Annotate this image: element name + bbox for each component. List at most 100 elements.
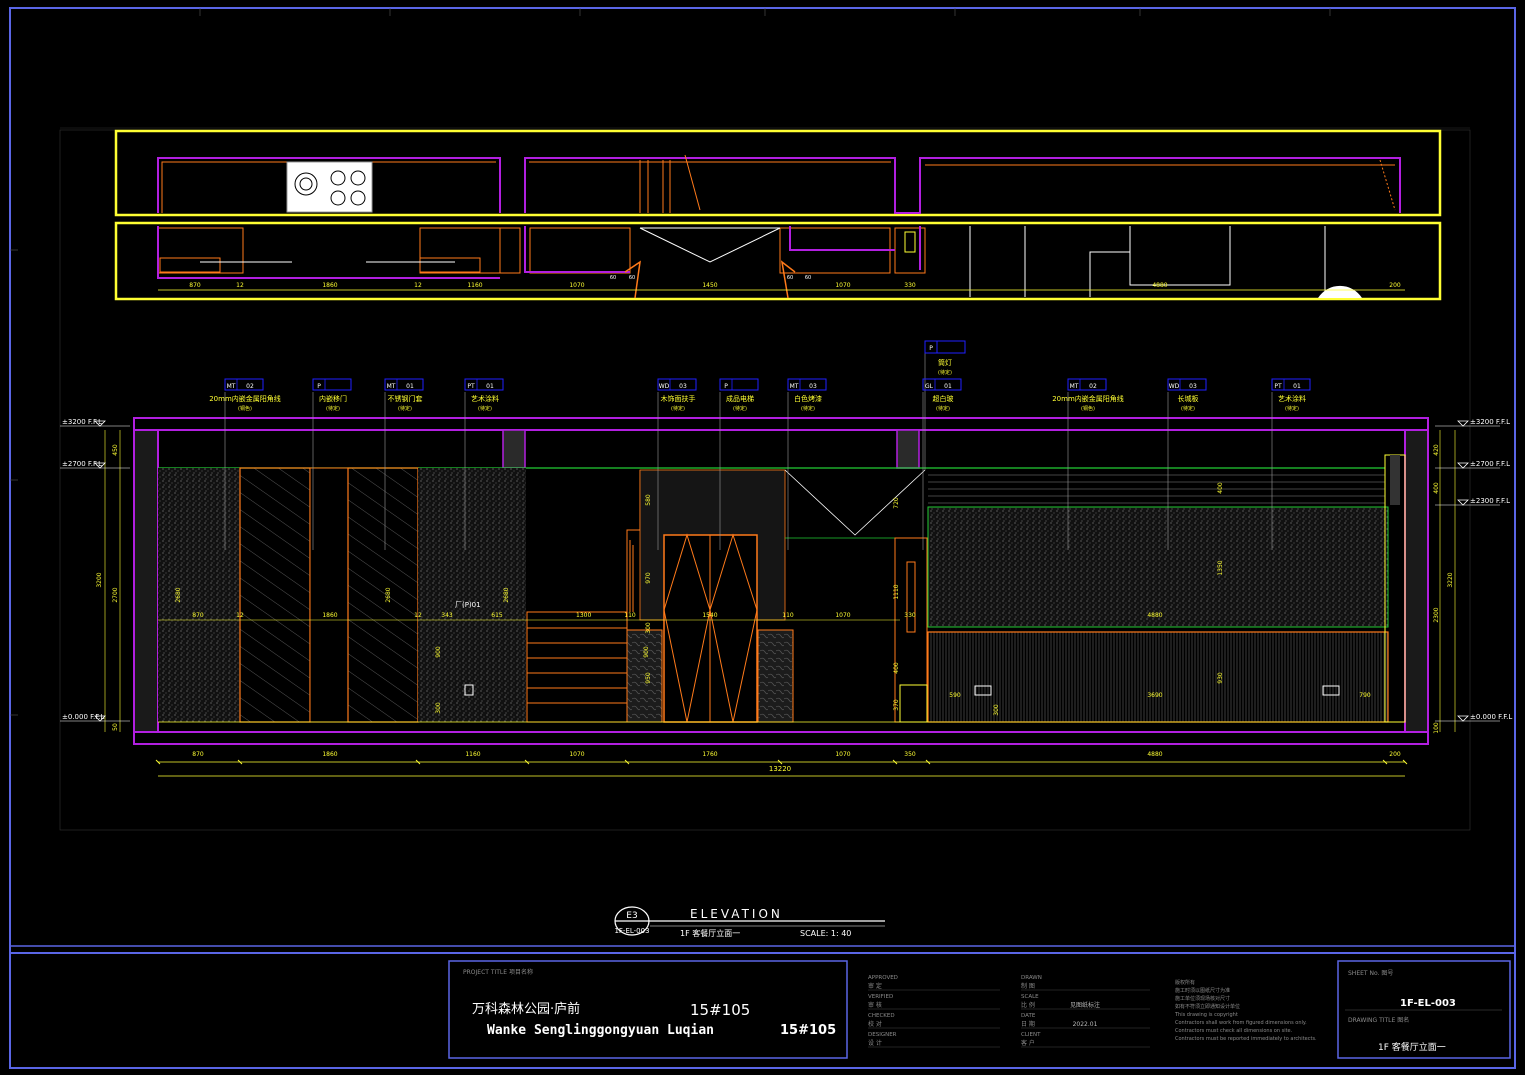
elevation-id: E3 — [626, 911, 637, 921]
vertical-dim-right: 100 — [1433, 722, 1440, 734]
inner-dim-label: 870 — [192, 612, 204, 619]
plan-upper-outline — [114, 129, 1442, 217]
tag-note: (待定) — [1181, 405, 1195, 412]
inner-dim-label: 4880 — [1147, 612, 1162, 619]
inner-dim-label: 930 — [1217, 672, 1224, 684]
tag-name: 不锈钢门套 — [388, 394, 423, 403]
grid-ticks — [10, 8, 1331, 716]
plan-dim-label: 1860 — [322, 282, 337, 289]
approval-label-cn: 设 计 — [868, 1039, 882, 1047]
inner-dim-label: 300 — [993, 704, 1000, 716]
drawn-label-cn: 制 图 — [1021, 982, 1035, 990]
tag-name: 成品电梯 — [726, 394, 754, 403]
bottom-dim-label: 870 — [192, 751, 204, 758]
tag-name: 超白玻 — [933, 394, 954, 403]
vertical-dim-right: 420 — [1433, 444, 1440, 456]
approval-label-en: VERIFIED — [868, 994, 893, 1000]
project-name-en: Wanke Senglinggongyuan Luqian — [487, 1023, 714, 1038]
floor-slab — [133, 731, 1429, 745]
inner-dim-label: 1070 — [835, 612, 850, 619]
plan-dim-label: 12 — [236, 282, 244, 289]
total-dim-label: 13220 — [769, 765, 791, 773]
level-markers: ±3200 F.F.L±2700 F.F.L±0.000 F.F.L±3200 … — [60, 418, 1512, 722]
inner-dim-label: 110 — [624, 612, 636, 619]
drawn-label-en: DATE — [1021, 1013, 1036, 1019]
plan-small-label: 60 — [629, 275, 635, 281]
level-marker-icon — [1457, 715, 1469, 722]
inner-dim-label: 790 — [1359, 692, 1371, 699]
vertical-dim-right: 2300 — [1433, 607, 1440, 622]
tag-code: PT — [1274, 383, 1282, 390]
tag-note: (待定) — [801, 405, 815, 412]
drawing-title: 1F 客餐厅立面一 — [1378, 1041, 1446, 1053]
tag-code: MT — [790, 383, 799, 390]
note-line: 版权所有 — [1175, 979, 1195, 986]
inner-dim-label: 300 — [435, 702, 442, 714]
inner-dim-label: 2680 — [175, 587, 182, 602]
tag-code: MT — [387, 383, 396, 390]
bottom-dim-label: 1070 — [569, 751, 584, 758]
bottom-dim-label: 350 — [904, 751, 916, 758]
elevation-sheet-ref: 1F-EL-003 — [614, 927, 649, 935]
tag-note: (待定) — [478, 405, 492, 412]
vertical-dim-right: 400 — [1433, 482, 1440, 494]
tag-note: (待定) — [671, 405, 685, 412]
note-line: 施工单位须现场核对尺寸 — [1175, 995, 1230, 1002]
vertical-dim-left: 2700 — [112, 587, 119, 602]
bottom-dim-label: 1070 — [835, 751, 850, 758]
note-line: 如有不符须立即通知设计单位 — [1175, 1003, 1240, 1010]
project-number-cn: 15#105 — [690, 1001, 750, 1019]
approval-label-en: DESIGNER — [868, 1032, 897, 1038]
level-label-right: ±0.000 F.F.L — [1470, 713, 1512, 721]
bottom-dim-label: 1160 — [465, 751, 480, 758]
elevation-heading: ELEVATION — [690, 907, 783, 921]
sheet-no-label: SHEET No. 图号 — [1348, 970, 1393, 977]
inner-dim-label: 3690 — [1147, 692, 1162, 699]
bottom-dim-label: 1860 — [322, 751, 337, 758]
inner-dim-label: 720 — [893, 497, 900, 509]
plan-small-label: 60 — [610, 275, 616, 281]
level-marker-icon — [1457, 420, 1469, 427]
project-title-label: PROJECT TITLE 项目名称 — [463, 968, 533, 976]
drawing-area-frame — [9, 7, 1516, 947]
project-number-en: 15#105 — [780, 1023, 836, 1038]
drawn-label-cn: 比 例 — [1021, 1001, 1035, 1009]
ceiling-slab — [133, 417, 1429, 431]
level-label-left: ±3200 F.F.L — [62, 418, 102, 426]
project-name-cn: 万科森林公园·庐前 — [472, 1001, 580, 1017]
inner-dim-label: 970 — [645, 572, 652, 584]
inner-dim-label: 2680 — [385, 587, 392, 602]
vertical-dim-left: 50 — [112, 723, 119, 731]
inner-dim-label: 900 — [435, 646, 442, 658]
tag-number: 03 — [809, 383, 817, 390]
tag-note: (待定) — [326, 405, 340, 412]
tag-note: (待定) — [398, 405, 412, 412]
bottom-dim-label: 4880 — [1147, 751, 1162, 758]
tag-number: 02 — [1089, 383, 1097, 390]
level-marker-icon — [1457, 499, 1469, 506]
plan-small-label: 60 — [805, 275, 811, 281]
inner-dim-label: 12 — [414, 612, 422, 619]
inner-dim-label: 1350 — [1217, 560, 1224, 575]
tag-name: 艺术涂料 — [1278, 394, 1306, 403]
tag-note: (待定) — [938, 369, 952, 376]
plan-dim-label: 200 — [1389, 282, 1401, 289]
tag-code: WD — [1169, 383, 1180, 390]
plan-dim-label: 4880 — [1152, 282, 1167, 289]
plan-dim-label: 1160 — [467, 282, 482, 289]
material-tag-extra: P筒灯(待定) — [924, 340, 966, 376]
vertical-dim-left: 450 — [112, 444, 119, 456]
plan-round-fixture — [1318, 285, 1362, 298]
tag-note: (待定) — [733, 405, 747, 412]
tag-number: 01 — [486, 383, 494, 390]
tag-name: 20mm内嵌金属阳角线 — [1052, 394, 1124, 403]
inner-dim-label: 12 — [236, 612, 244, 619]
